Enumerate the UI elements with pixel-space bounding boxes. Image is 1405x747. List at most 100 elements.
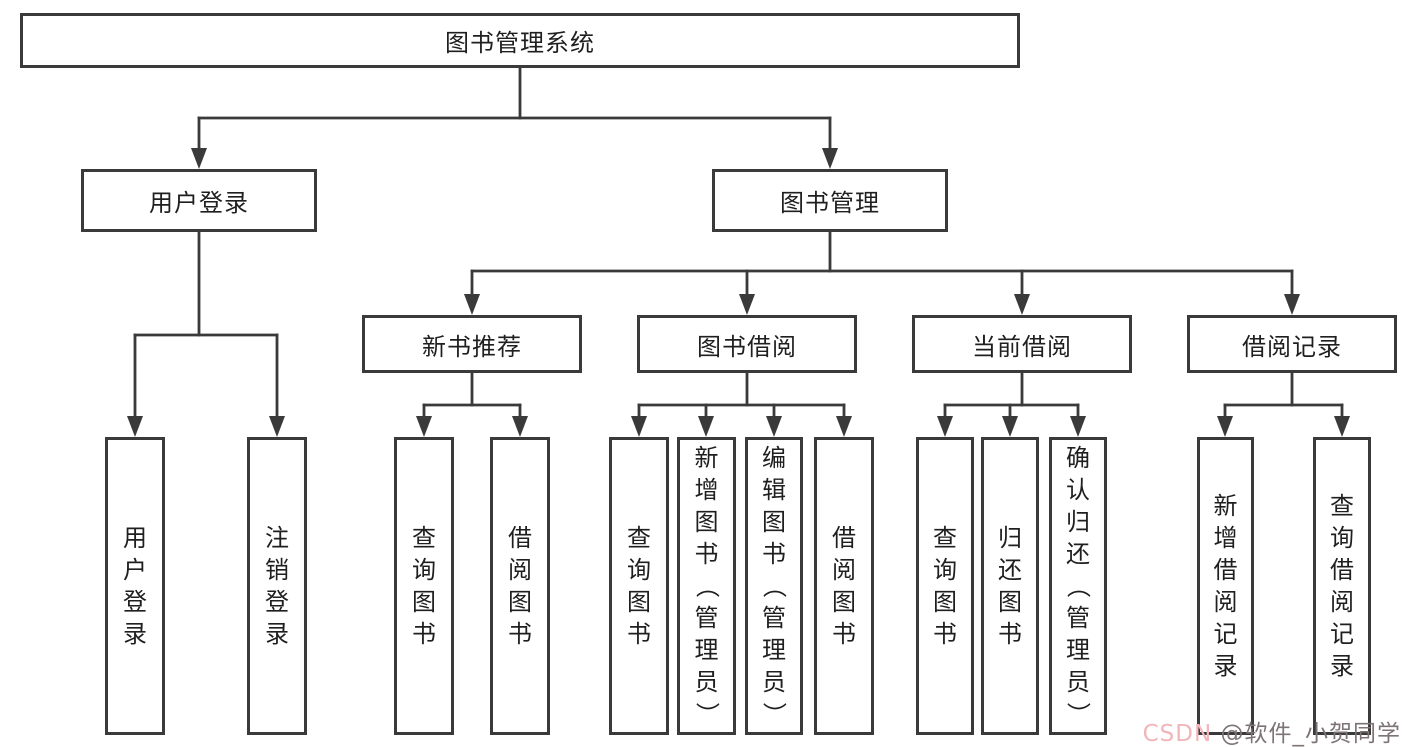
node-label: 当前借阅 <box>972 332 1072 361</box>
node-label-char: 销 <box>265 556 289 584</box>
node-label: 新增图书（管理员） <box>693 442 721 730</box>
node-label: 归还图书 <box>998 522 1022 650</box>
node-label-char: （ <box>1064 574 1092 598</box>
arrowhead-icon <box>1002 416 1018 437</box>
node-leaf-user-login: 用户登录 <box>105 437 165 735</box>
node-label: 编辑图书（管理员） <box>760 442 788 730</box>
arrowhead-icon <box>191 148 207 169</box>
node-label-char: 借 <box>1330 556 1354 584</box>
arrowhead-icon <box>1217 416 1233 437</box>
node-label-char: （ <box>760 574 788 598</box>
node-label-char: 员 <box>694 668 719 696</box>
node-leaf-add-borrow-record: 新增借阅记录 <box>1197 437 1254 735</box>
node-label-char: 书 <box>627 620 651 648</box>
node-label: 用户登录 <box>123 522 147 650</box>
node-label-char: 理 <box>1066 636 1090 664</box>
node-label-char: 书 <box>412 620 436 648</box>
node-label-char: 还 <box>1066 540 1090 568</box>
node-label: 查询借阅记录 <box>1330 490 1354 682</box>
node-label: 确认归还（管理员） <box>1064 442 1092 730</box>
node-label-char: 图 <box>627 588 651 616</box>
node-label-char: 查 <box>933 524 957 552</box>
node-leaf-query-books-1: 查询图书 <box>394 437 454 735</box>
node-leaf-add-books-admin: 新增图书（管理员） <box>677 437 736 735</box>
node-current-borrowing: 当前借阅 <box>912 315 1132 373</box>
arrowhead-icon <box>1284 294 1300 315</box>
arrowhead-icon <box>631 416 647 437</box>
node-book-management: 图书管理 <box>712 169 948 232</box>
node-book-borrowing: 图书借阅 <box>637 315 857 373</box>
node-label-char: 员 <box>1066 668 1090 696</box>
node-label-char: 书 <box>998 620 1022 648</box>
node-label: 注销登录 <box>265 522 289 650</box>
node-label: 图书管理系统 <box>445 29 595 57</box>
node-label-char: 录 <box>1330 652 1354 680</box>
arrowhead-icon <box>836 416 852 437</box>
node-label-char: 询 <box>627 556 651 584</box>
node-label-char: 理 <box>762 636 786 664</box>
node-label-char: 管 <box>1066 604 1090 632</box>
arrowhead-icon <box>464 294 480 315</box>
node-leaf-query-books-2: 查询图书 <box>609 437 669 735</box>
arrowhead-icon <box>1014 294 1030 315</box>
node-label-char: ） <box>760 702 788 726</box>
node-label-char: 图 <box>762 508 786 536</box>
node-label-char: 用 <box>123 524 147 552</box>
node-label-char: 录 <box>1213 652 1238 680</box>
node-label-char: 注 <box>265 524 289 552</box>
node-label-char: 辑 <box>762 476 786 504</box>
node-label-char: 查 <box>627 524 651 552</box>
node-label: 图书管理 <box>780 189 880 217</box>
node-label-char: 书 <box>933 620 957 648</box>
node-label-char: 图 <box>412 588 436 616</box>
arrowhead-icon <box>739 294 755 315</box>
node-label-char: 编 <box>762 444 786 472</box>
node-label-char: 记 <box>1330 620 1354 648</box>
node-leaf-confirm-return-admin: 确认归还（管理员） <box>1049 437 1107 735</box>
node-label-char: 书 <box>832 620 856 648</box>
arrowhead-icon <box>512 416 528 437</box>
node-label: 查询图书 <box>933 522 957 650</box>
node-new-book-recommend: 新书推荐 <box>362 315 582 373</box>
node-label-char: 阅 <box>1330 588 1354 616</box>
node-label-char: 阅 <box>1213 588 1238 616</box>
node-root: 图书管理系统 <box>20 13 1020 68</box>
node-label: 用户登录 <box>149 189 249 217</box>
node-label-char: 登 <box>123 588 147 616</box>
node-leaf-edit-books-admin: 编辑图书（管理员） <box>745 437 803 735</box>
watermark: CSDN @软件_小贺同学 <box>1143 714 1401 747</box>
node-leaf-return-books: 归还图书 <box>981 437 1039 735</box>
node-label-char: 记 <box>1213 620 1238 648</box>
node-label-char: 阅 <box>508 556 532 584</box>
node-leaf-borrow-books-1: 借阅图书 <box>490 437 550 735</box>
node-leaf-query-borrow-record: 查询借阅记录 <box>1313 437 1371 735</box>
node-label: 新增借阅记录 <box>1214 490 1238 682</box>
node-label-char: 书 <box>762 540 786 568</box>
arrowhead-icon <box>1334 416 1350 437</box>
node-label-char: 登 <box>265 588 289 616</box>
node-label-char: 阅 <box>832 556 856 584</box>
node-label-char: ） <box>692 702 721 726</box>
node-label-char: 图 <box>933 588 957 616</box>
node-leaf-borrow-books-2: 借阅图书 <box>814 437 874 735</box>
node-label: 图书借阅 <box>697 332 797 361</box>
node-label-char: 书 <box>508 620 532 648</box>
node-label-char: 图 <box>694 508 719 536</box>
node-label-char: 图 <box>998 588 1022 616</box>
node-label: 借阅图书 <box>832 522 856 650</box>
arrowhead-icon <box>127 416 143 437</box>
node-label-char: ） <box>1064 702 1092 726</box>
node-label-char: 确 <box>1066 444 1090 472</box>
node-label-char: 询 <box>412 556 436 584</box>
node-label-char: 还 <box>998 556 1022 584</box>
node-label: 借阅图书 <box>508 522 532 650</box>
node-label-char: 归 <box>998 524 1022 552</box>
node-label-char: 询 <box>1330 524 1354 552</box>
node-label-char: （ <box>692 574 721 598</box>
node-label-char: 录 <box>123 620 147 648</box>
node-label-char: 员 <box>762 668 786 696</box>
node-label: 借阅记录 <box>1242 332 1342 361</box>
arrowhead-icon <box>1070 416 1086 437</box>
arrowhead-icon <box>822 148 838 169</box>
